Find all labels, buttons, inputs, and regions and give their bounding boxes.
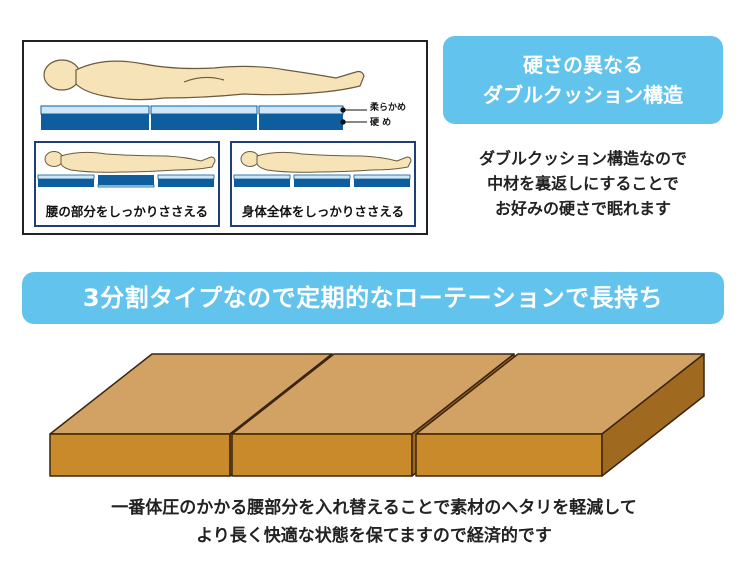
label-leaders: [340, 107, 367, 125]
cushion-diagram: 柔らかめ 硬 め 腰の部分をしっかりささえる: [22, 40, 428, 235]
mattress-block-3: [415, 353, 705, 477]
title-pill: 硬さの異なる ダブルクッション構造: [443, 36, 723, 124]
caption-waist: 腰の部分をしっかりささえる: [45, 204, 209, 219]
label-soft: 柔らかめ: [370, 103, 407, 113]
label-hard: 硬 め: [370, 118, 392, 128]
small-body-figure: [240, 151, 412, 173]
bottom-line-2: より長く快適な状態を保てますので経済的です: [196, 526, 552, 546]
bottom-line-1: 一番体圧のかかる腰部分を入れ替えることで素材のヘタリを軽減して: [111, 498, 637, 518]
panel-waist-support: 腰の部分をしっかりささえる: [34, 141, 220, 227]
description: ダブルクッション構造なので 中材を裏返しにすることで お好みの硬さで眠れます: [433, 146, 733, 221]
title-line-1: 硬さの異なる: [523, 53, 643, 77]
three-piece-mattress-illustration: [49, 353, 705, 477]
description-line-1: ダブルクッション構造なので: [478, 149, 687, 168]
bottom-text: 一番体圧のかかる腰部分を入れ替えることで素材のヘタリを軽減して より長く快適な状…: [0, 494, 748, 550]
description-line-2: 中材を裏返しにすることで: [487, 174, 679, 193]
small-body-figure: [44, 151, 216, 173]
banner: 3分割タイプなので定期的なローテーションで長持ち: [22, 272, 724, 324]
body-support-illustration: [233, 151, 412, 187]
lying-body-figure: [43, 59, 365, 101]
foam-layers-large: [40, 105, 344, 130]
title-line-2: ダブルクッション構造: [483, 83, 683, 107]
mattress-cross-section-illustration: [40, 59, 367, 130]
description-line-3: お好みの硬さで眠れます: [494, 199, 671, 218]
caption-body: 身体全体をしっかりささえる: [241, 204, 405, 219]
panel-body-support: 身体全体をしっかりささえる: [230, 141, 416, 227]
waist-support-illustration: [37, 151, 216, 188]
